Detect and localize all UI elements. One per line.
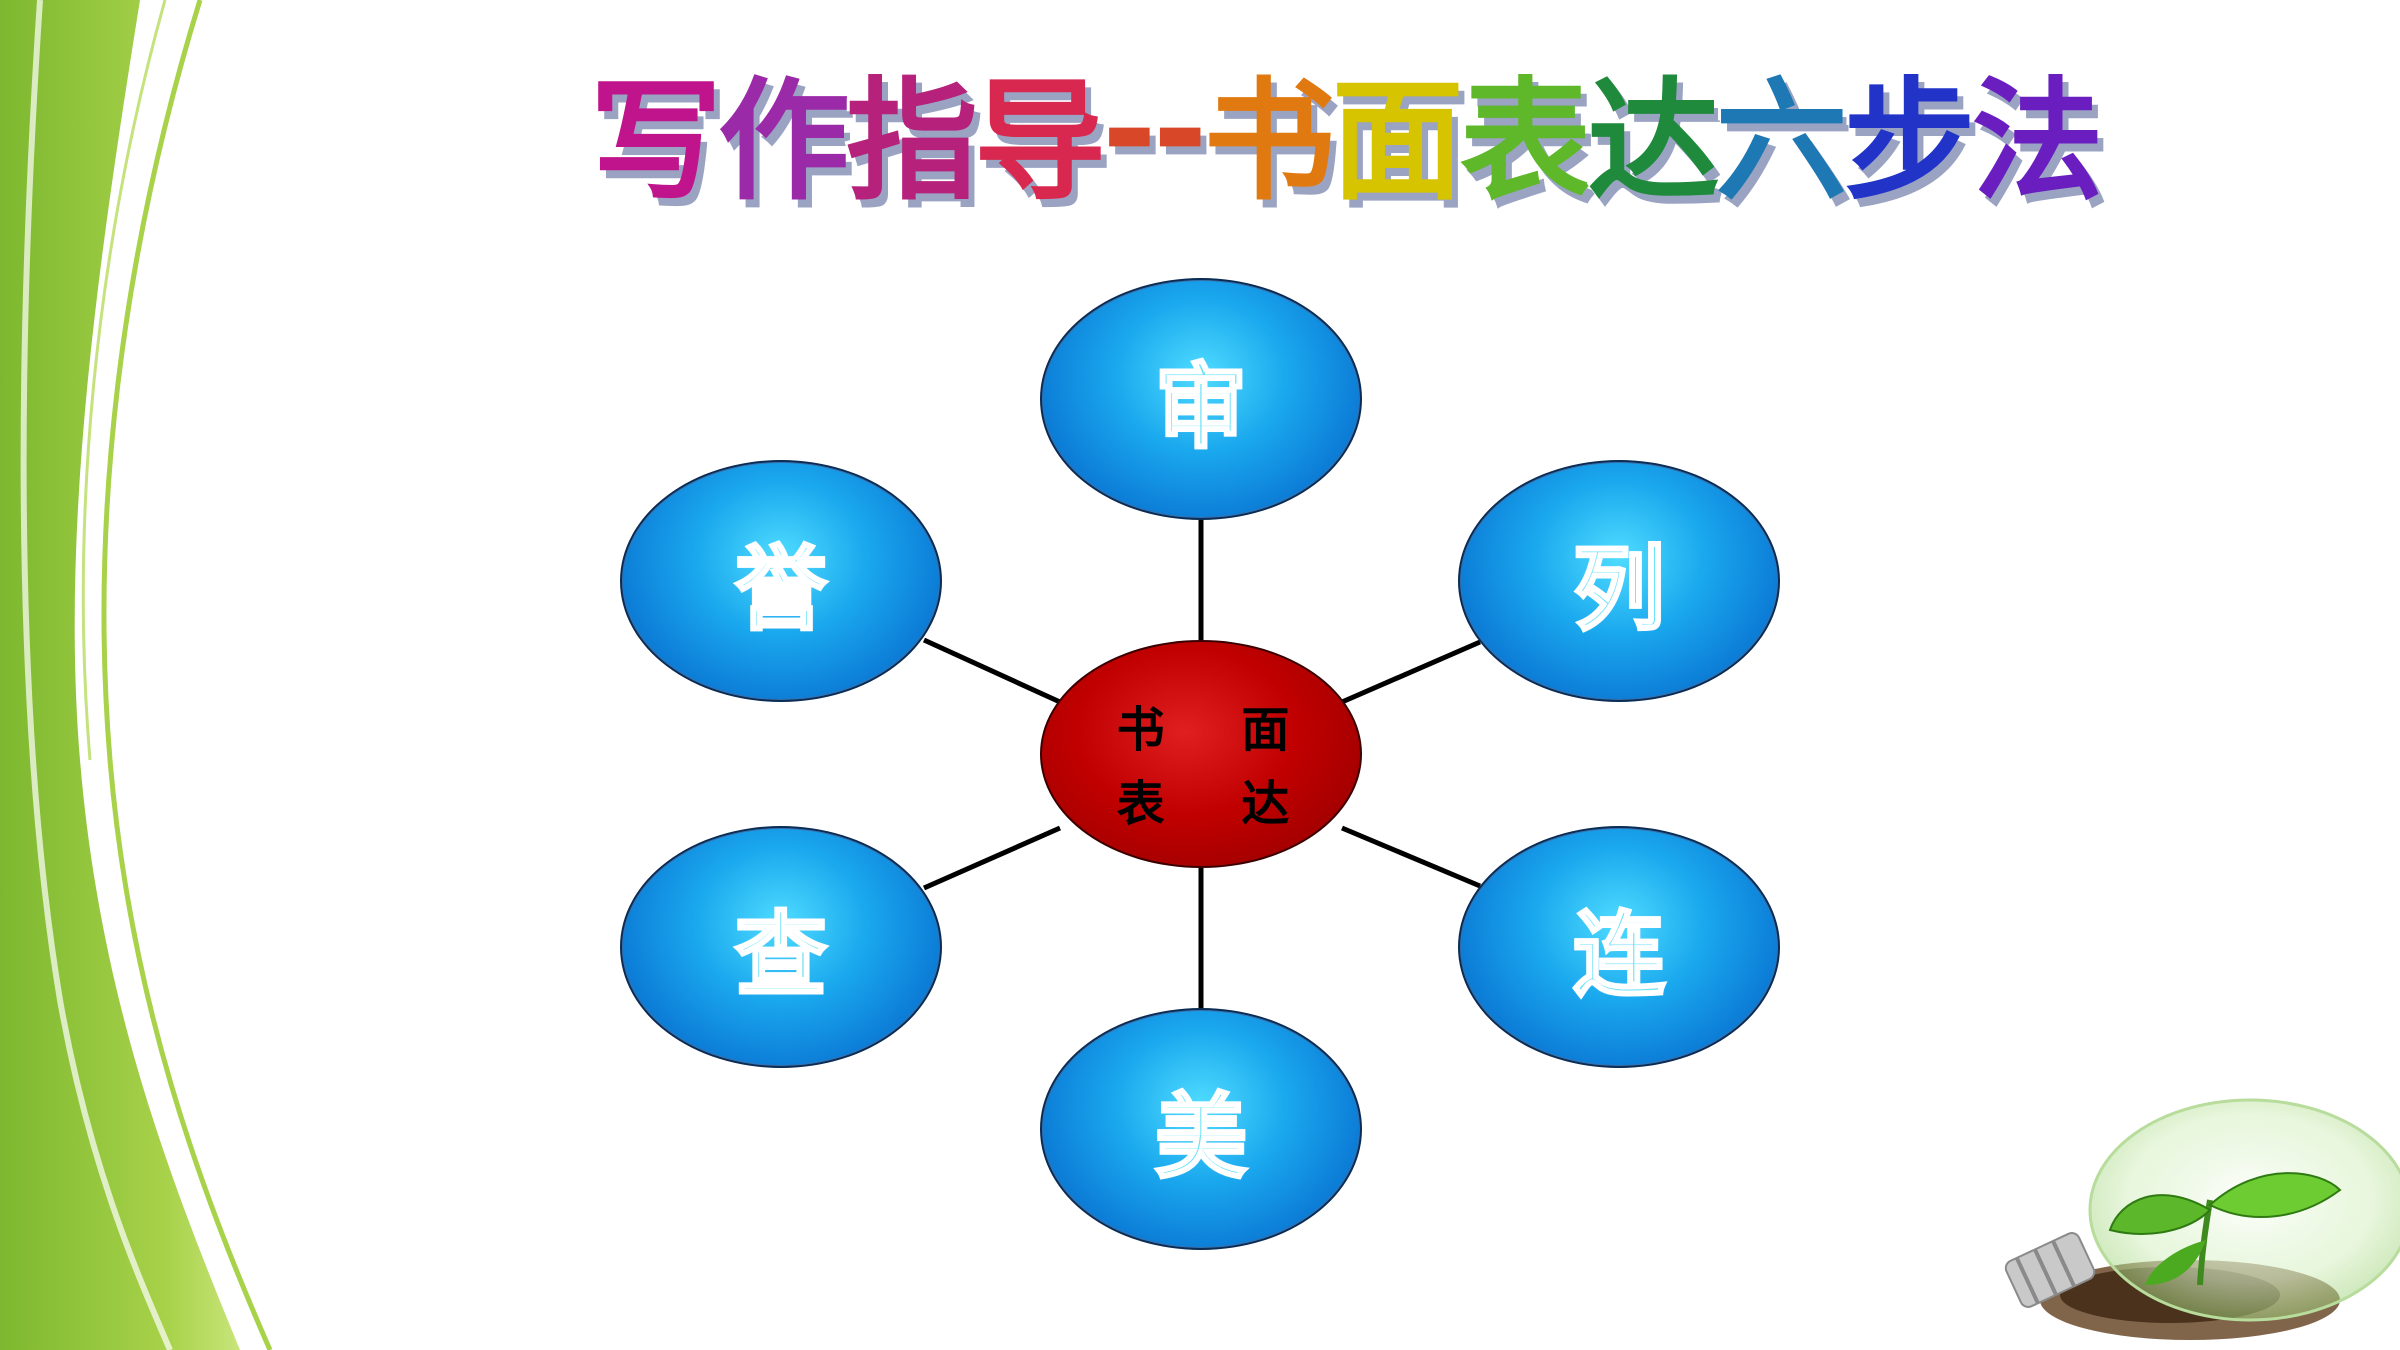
title-char: 指 bbox=[846, 64, 978, 219]
node-lower-right: 连 bbox=[1458, 826, 1780, 1068]
green-curve-outer bbox=[101, 0, 273, 1350]
center-label-line1: 书 面 bbox=[1116, 702, 1320, 758]
title-char: 达 bbox=[1587, 64, 1720, 219]
node-lower-left: 查 bbox=[620, 826, 942, 1068]
node-label: 连 bbox=[1571, 900, 1666, 1010]
node-upper-left: 誉 bbox=[620, 460, 942, 702]
connector-upper-right bbox=[1341, 639, 1481, 705]
node-label: 誉 bbox=[733, 534, 828, 644]
green-curve-inner bbox=[81, 0, 167, 761]
title-char: -- bbox=[1102, 53, 1208, 207]
connector-upper-left bbox=[922, 637, 1062, 705]
connector-lower-right bbox=[1341, 825, 1481, 889]
title-char: 写 bbox=[590, 64, 722, 219]
node-upper-right: 列 bbox=[1458, 460, 1780, 702]
title-char: 书 bbox=[1203, 64, 1336, 219]
lightbulb-with-sprout-icon bbox=[2004, 1098, 2400, 1340]
center-node: 书 面 表 达 bbox=[1040, 640, 1362, 868]
node-top: 审 bbox=[1040, 278, 1362, 520]
connector-lower-left bbox=[922, 825, 1062, 891]
node-label: 美 bbox=[1153, 1082, 1248, 1192]
title-char: 步 bbox=[1843, 64, 1976, 219]
title-char: 表 bbox=[1459, 64, 1592, 219]
title-char: 面 bbox=[1331, 64, 1464, 219]
title-char: 六 bbox=[1715, 64, 1848, 219]
node-label: 查 bbox=[733, 900, 828, 1010]
center-label-line2: 表 达 bbox=[1116, 776, 1320, 832]
node-label: 审 bbox=[1153, 352, 1248, 462]
green-side-highlight bbox=[20, 0, 173, 1350]
title-char: 导 bbox=[974, 64, 1106, 219]
title-char: 法 bbox=[1971, 64, 2104, 219]
node-bottom: 美 bbox=[1040, 1008, 1362, 1250]
node-label: 列 bbox=[1571, 534, 1666, 644]
connector-lines bbox=[922, 520, 1481, 1020]
page-title: 写作指导--书面表达六步法 bbox=[590, 45, 2104, 219]
title-char: 作 bbox=[718, 64, 850, 219]
